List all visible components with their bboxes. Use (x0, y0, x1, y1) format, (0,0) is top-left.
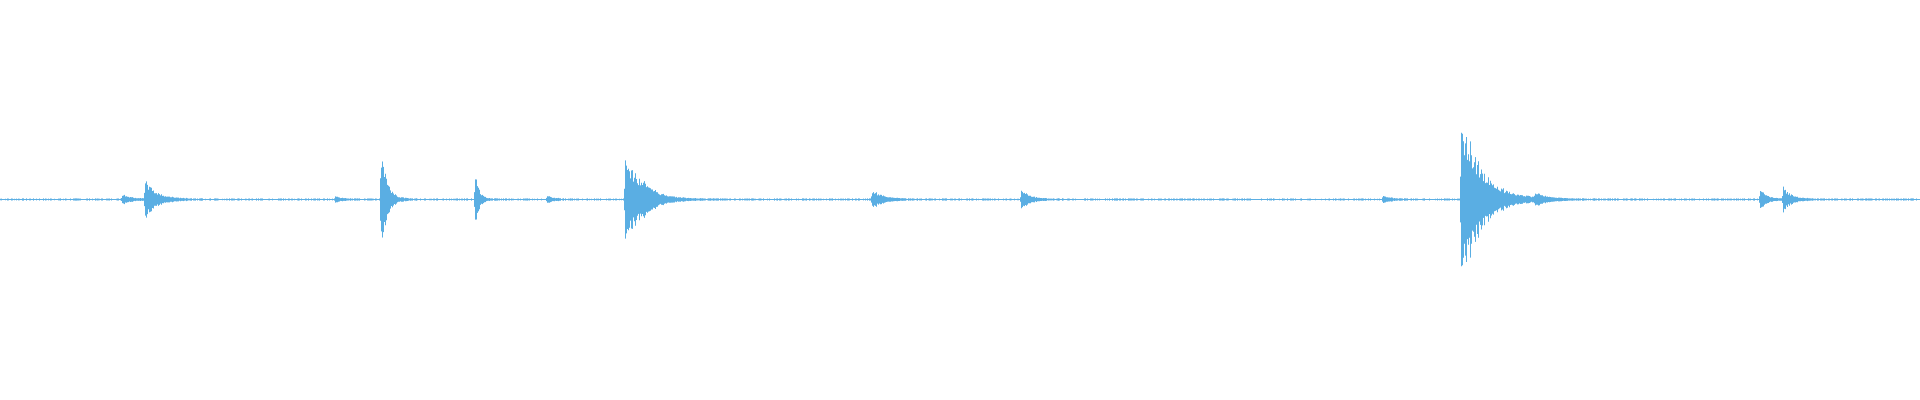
waveform-samples (0, 132, 1917, 267)
waveform-trace (0, 132, 1917, 267)
